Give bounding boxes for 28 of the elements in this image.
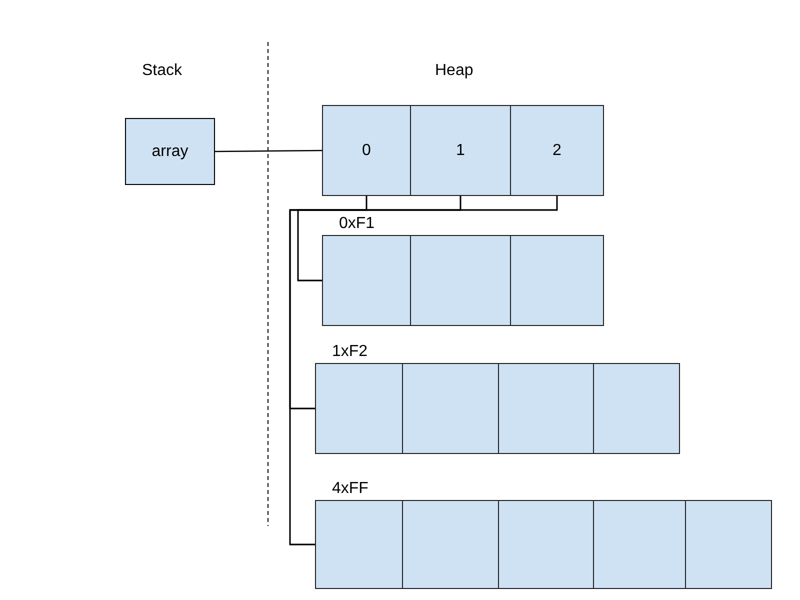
index-label: 0 xyxy=(362,142,371,160)
array-cell xyxy=(322,105,411,196)
connector-line xyxy=(215,150,322,152)
address-label: 4xFF xyxy=(332,480,368,498)
array-cell xyxy=(498,500,594,589)
array-cell xyxy=(685,500,772,589)
array-cell xyxy=(315,363,403,454)
connector-line xyxy=(289,196,558,546)
array-block xyxy=(322,105,603,196)
array-cell xyxy=(498,363,594,454)
variable-box xyxy=(125,118,215,185)
address-label: 0xF1 xyxy=(339,215,375,233)
array-cell xyxy=(402,363,499,454)
array-cell xyxy=(410,105,511,196)
index-label: 1 xyxy=(456,142,465,160)
array-cell xyxy=(402,500,499,589)
array-cell xyxy=(322,235,411,326)
array-cell xyxy=(593,363,680,454)
array-cell xyxy=(410,235,511,326)
array-cell xyxy=(315,500,403,589)
array-cell xyxy=(510,235,604,326)
address-label: 1xF2 xyxy=(332,343,368,361)
array-cell xyxy=(593,500,686,589)
index-label: 2 xyxy=(552,142,562,160)
section-heading: Stack xyxy=(142,62,182,80)
variable-name: array xyxy=(152,142,188,160)
section-heading: Heap xyxy=(435,62,474,80)
array-cell xyxy=(510,105,604,196)
